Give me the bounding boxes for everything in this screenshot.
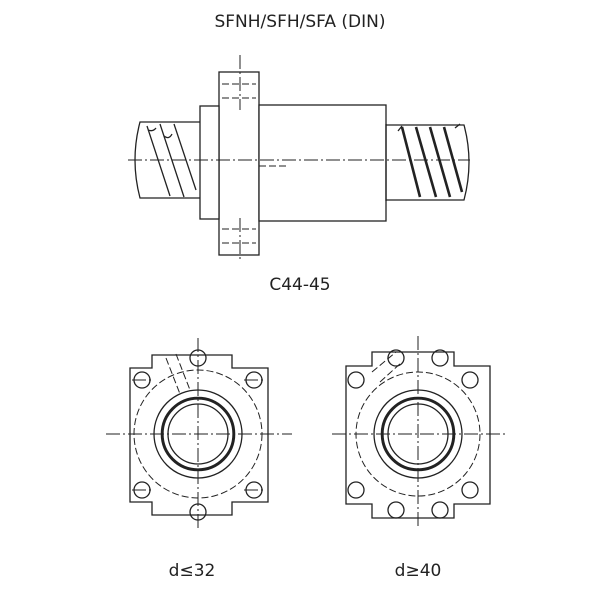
caption-small-diameter: d≤32 [168,561,216,581]
screw-shaft-right [385,123,470,201]
caption-large-diameter: d≥40 [394,561,442,581]
part-number: C44-45 [269,275,331,295]
front-view-small [106,338,292,528]
nut-flange [218,71,260,256]
drawing-title: SFNH/SFH/SFA (DIN) [214,12,386,32]
front-view-large [332,336,506,528]
side-view [128,55,470,262]
nut-body [258,104,387,222]
flange-outline [129,354,269,516]
nut-collar [199,105,220,220]
